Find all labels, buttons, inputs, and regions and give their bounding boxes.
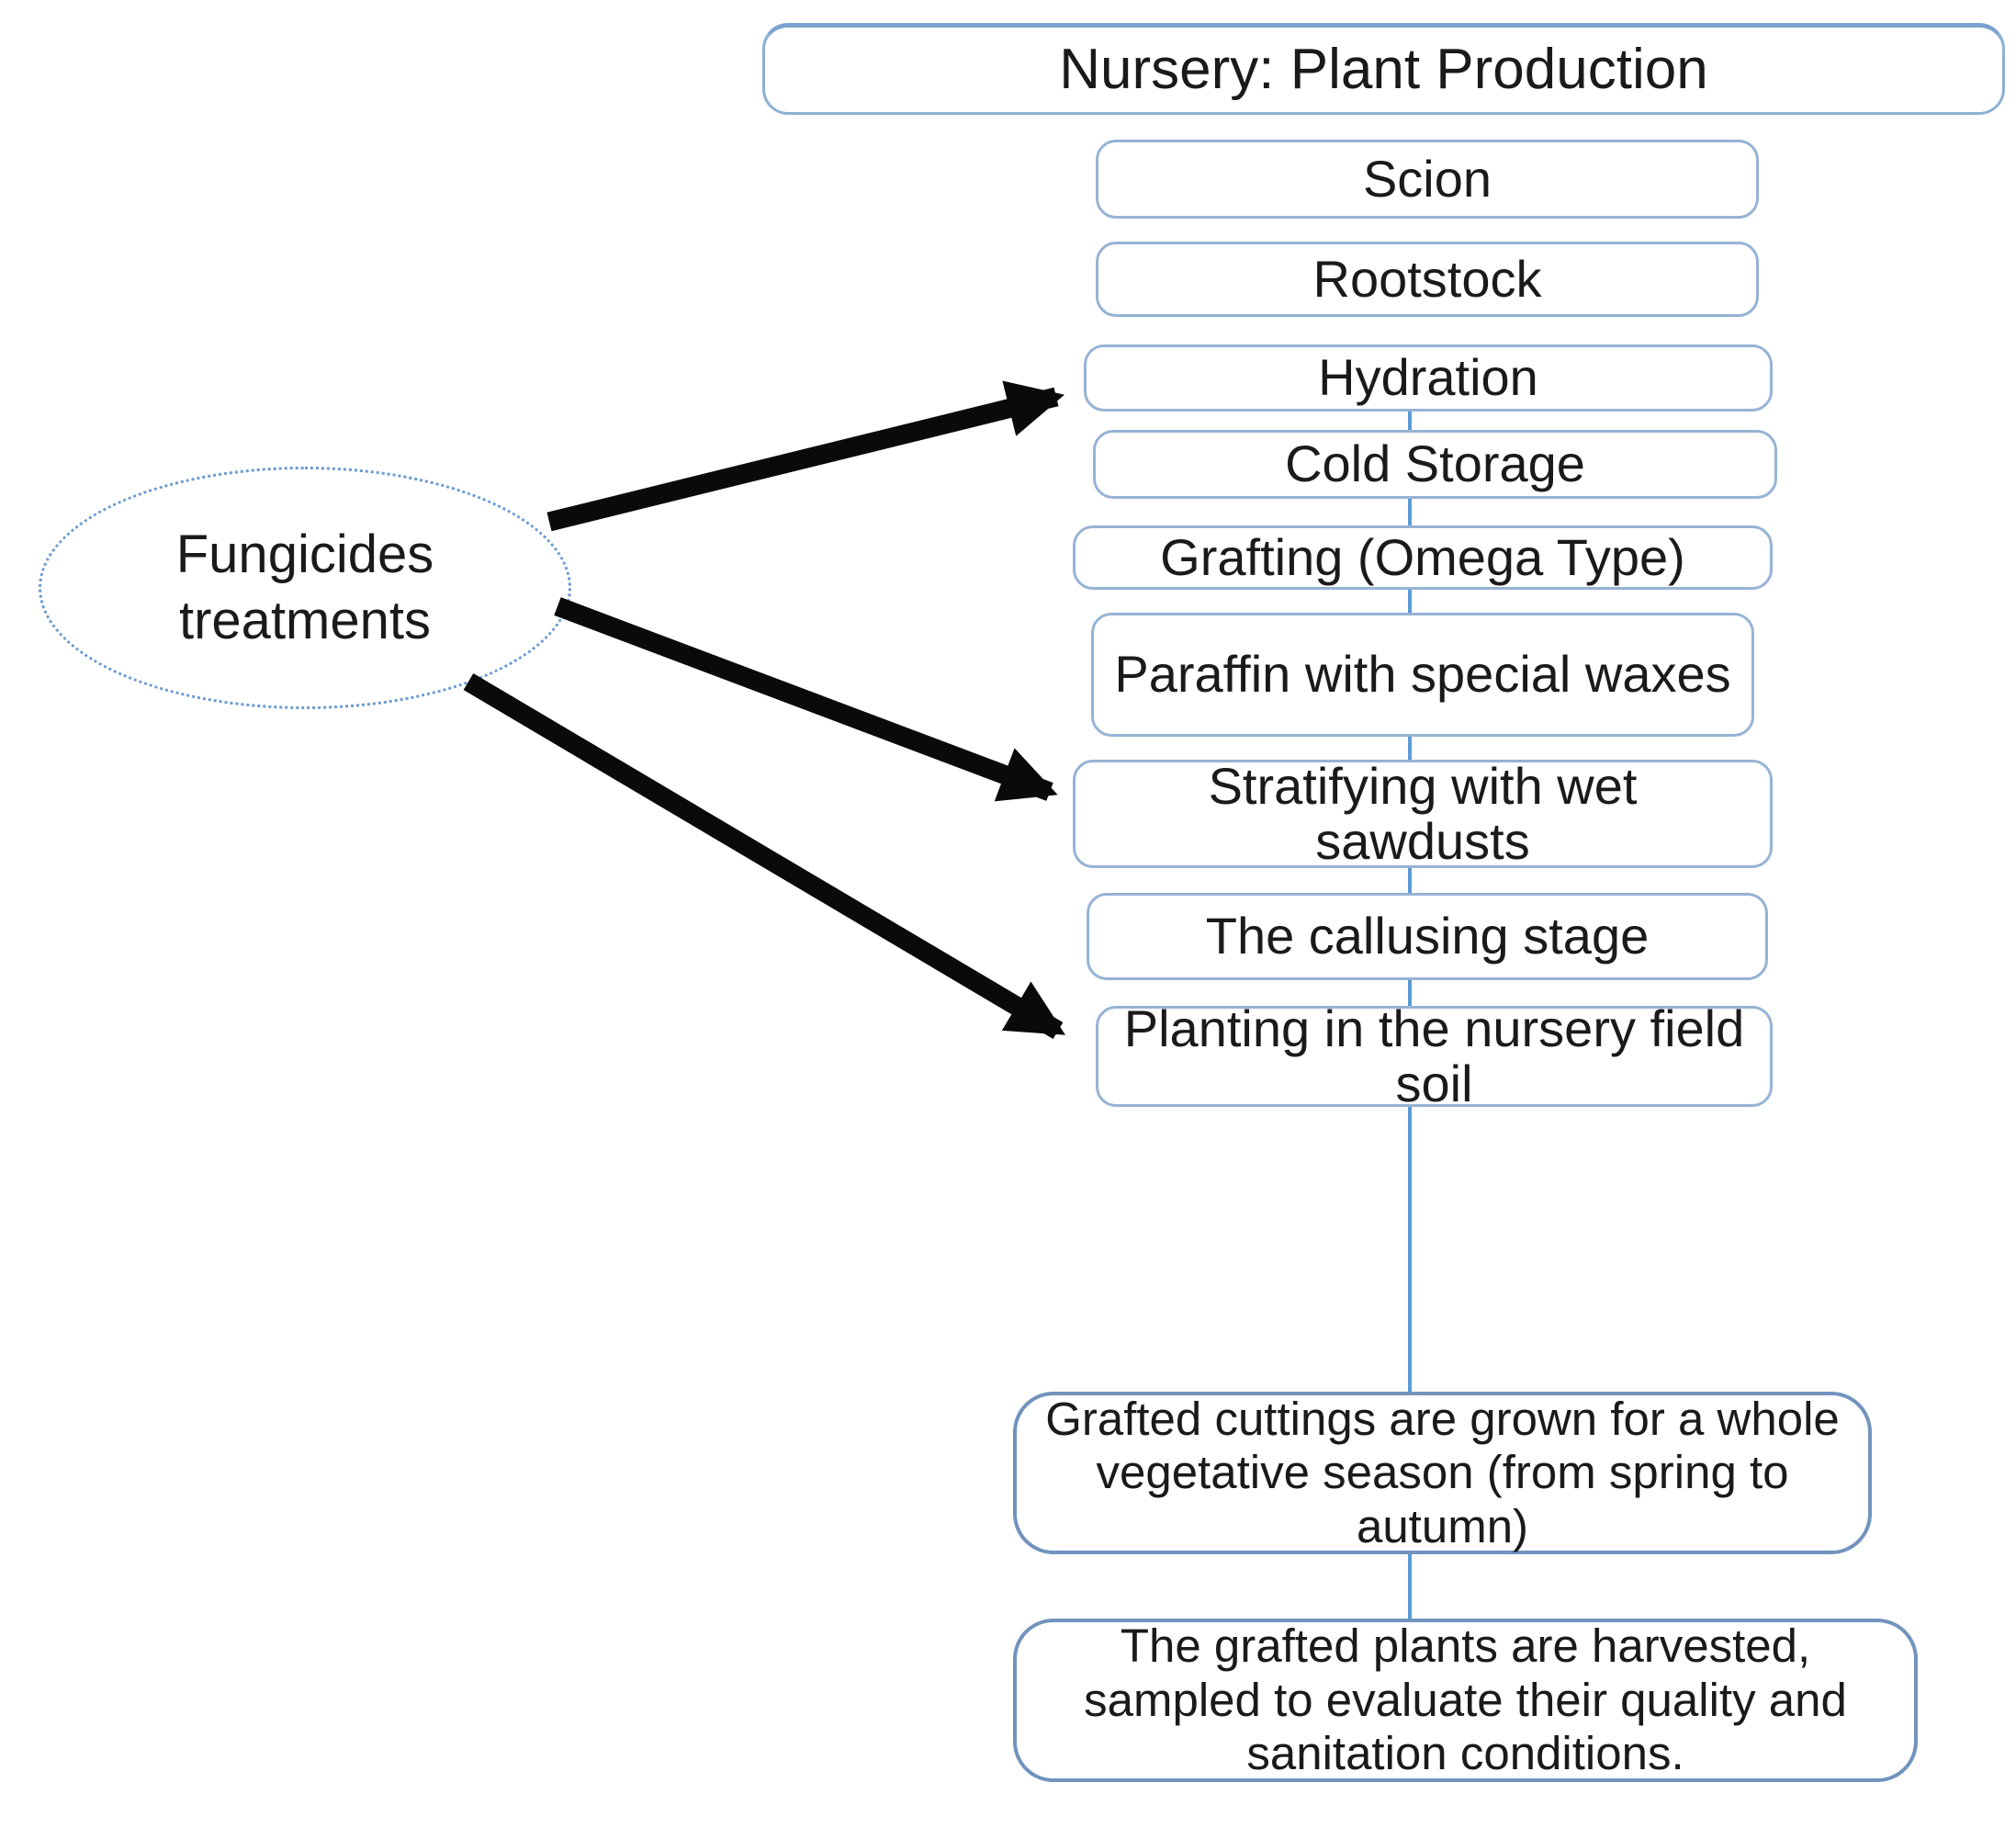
node-hydration: Hydration (1084, 344, 1773, 412)
connector-grafting-paraffin (1408, 590, 1412, 613)
connector-callusing-planting (1408, 980, 1412, 1006)
node-callusing-stage: The callusing stage (1087, 893, 1768, 980)
node-planting-nursery-field-soil: Planting in the nursery field soil (1096, 1000, 1773, 1111)
fungicides-treatments-label: Fungicides treatments (175, 524, 434, 651)
arrow-fungicides-to-planting (463, 672, 1066, 1040)
node-scion: Scion (1096, 140, 1759, 219)
connector-grafted-harvested (1408, 1554, 1412, 1619)
node-paraffin-special-waxes: Paraffin with special waxes (1091, 613, 1754, 737)
node-cold-storage: Cold Storage (1093, 430, 1777, 499)
node-rootstock: Rootstock (1096, 242, 1759, 317)
connector-paraffin-stratifying (1408, 737, 1412, 760)
connector-planting-grafted-long (1408, 1107, 1412, 1392)
node-grafted-cuttings-grown: Grafted cuttings are grown for a whole v… (1013, 1392, 1872, 1554)
arrow-fungicides-to-hydration (546, 380, 1065, 532)
node-grafted-plants-harvested: The grafted plants are harvested, sample… (1013, 1619, 1918, 1782)
connector-coldstorage-grafting (1408, 499, 1412, 525)
node-grafting-omega-type: Grafting (Omega Type) (1073, 525, 1773, 590)
node-stratifying-wet-sawdusts: Stratifying with wet sawdusts (1073, 758, 1773, 869)
node-nursery-plant-production: Nursery: Plant Production (762, 23, 2005, 115)
connector-hydration-coldstorage (1408, 412, 1412, 430)
node-fungicides-treatments: Fungicides treatments (39, 467, 571, 709)
arrow-fungicides-to-stratifying (554, 597, 1058, 802)
connector-stratifying-callusing (1408, 868, 1412, 893)
